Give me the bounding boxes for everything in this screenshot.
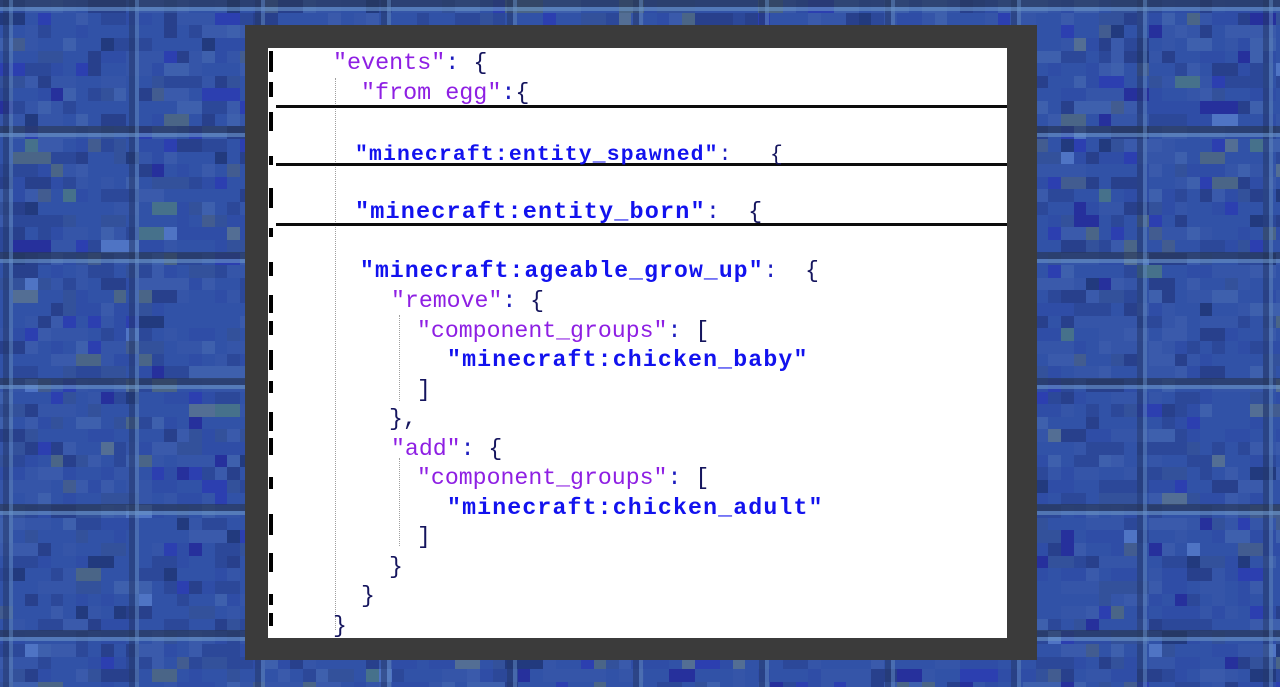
code-line[interactable]: "minecraft:chicken_adult" <box>447 494 824 521</box>
edge-mark <box>269 513 273 536</box>
code-line[interactable]: "minecraft:ageable_grow_up": { <box>360 258 819 284</box>
stitch-separator <box>276 223 1007 226</box>
stitch-separator <box>276 105 1007 108</box>
code-line[interactable]: "component_groups": [ <box>417 317 710 344</box>
code-line[interactable]: "events": { <box>333 51 488 77</box>
code-line[interactable]: "add": { <box>391 435 503 462</box>
edge-mark <box>269 593 273 606</box>
code-line[interactable]: "minecraft:entity_spawned": { <box>355 143 783 167</box>
edge-mark <box>269 320 273 336</box>
edge-mark <box>269 51 273 72</box>
code-line[interactable]: } <box>389 553 403 580</box>
indent-guide <box>335 78 336 630</box>
code-line[interactable]: "component_groups": [ <box>417 465 710 491</box>
code-line[interactable]: } <box>333 612 347 639</box>
indent-guide <box>399 458 400 546</box>
edge-mark <box>269 261 273 276</box>
edge-mark <box>269 438 273 455</box>
edge-mark <box>269 381 273 394</box>
edge-mark <box>269 112 273 131</box>
edge-mark <box>269 477 273 490</box>
code-line[interactable]: "minecraft:chicken_baby" <box>447 347 809 373</box>
edge-mark <box>269 553 273 572</box>
edge-mark <box>269 349 273 370</box>
screenshot-frame: "events": { "from egg":{ "minecraft:entity… <box>245 25 1037 660</box>
code-line[interactable]: "remove": { <box>391 288 545 314</box>
stitch-separator <box>276 163 1007 166</box>
edge-mark <box>269 227 273 238</box>
edge-mark <box>269 82 273 98</box>
code-line[interactable]: } <box>361 583 375 609</box>
indent-guide <box>399 315 400 401</box>
edge-mark <box>269 294 273 313</box>
edge-mark <box>269 612 273 627</box>
code-editor[interactable]: "events": { "from egg":{ "minecraft:entity… <box>268 48 1007 639</box>
code-line[interactable]: "from egg":{ <box>361 81 530 107</box>
edge-mark <box>269 155 273 166</box>
edge-mark <box>269 411 273 431</box>
code-line[interactable]: ] <box>417 376 431 403</box>
code-line[interactable]: ] <box>417 524 431 550</box>
code-line[interactable]: "minecraft:entity_born": { <box>355 199 763 226</box>
edge-mark <box>269 187 273 208</box>
code-line[interactable]: }, <box>389 406 417 432</box>
